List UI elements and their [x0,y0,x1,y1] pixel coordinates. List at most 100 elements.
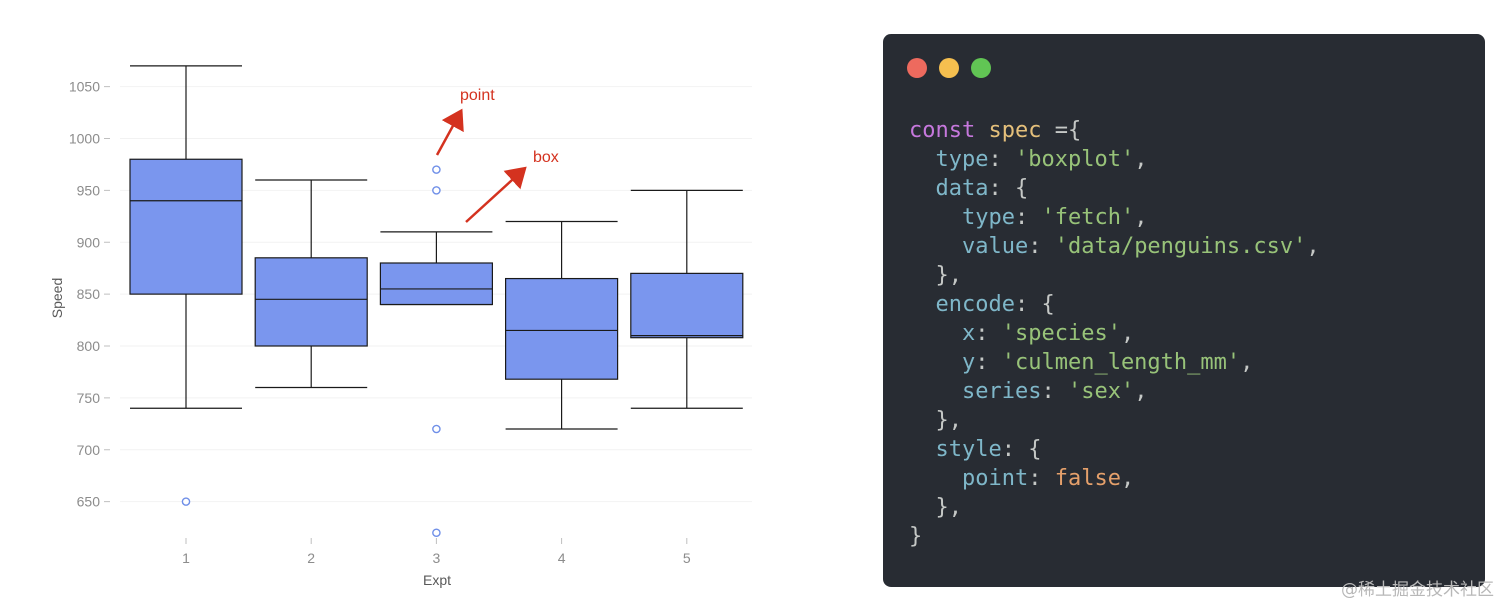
y-tick-label: 950 [77,182,101,198]
outlier-point [432,528,441,538]
code-token: x [909,321,976,346]
annotation-arrow [435,108,464,156]
code-line: series: 'sex', [909,377,1320,406]
boxes [129,65,744,430]
box-group [129,65,243,409]
code-line: data: { [909,174,1320,203]
box-iqr [379,262,493,306]
code-token: : [1014,205,1042,230]
watermark: @稀土掘金技术社区 [1341,580,1494,600]
y-tick-label: 650 [77,494,101,510]
y-axis-title: Speed [49,278,65,318]
code-line: style: { [909,435,1320,464]
box-group [630,189,744,409]
code-token: y [909,350,976,375]
code-block: const spec ={ type: 'boxplot', data: { t… [909,116,1320,551]
y-tick-label: 900 [77,234,101,250]
code-window: const spec ={ type: 'boxplot', data: { t… [883,34,1485,587]
outlier-point [432,165,441,174]
code-token: point [909,466,1029,491]
code-token: data [909,176,989,201]
code-line: } [909,522,1320,551]
outlier-point [432,186,441,195]
annotation-arrow [465,166,527,223]
code-line: type: 'boxplot', [909,145,1320,174]
code-token: : [975,350,1002,375]
box-group [254,179,368,389]
code-token: : { [1001,437,1042,462]
code-line: x: 'species', [909,319,1320,348]
code-token: encode [909,292,1015,317]
code-token: : [1041,379,1068,404]
code-token: 'culmen_length_mm' [1001,350,1241,375]
code-line: point: false, [909,464,1320,493]
annotations: point box [435,87,559,223]
code-token: 'fetch' [1041,205,1135,230]
code-token: }, [909,495,962,520]
x-tick-label: 3 [433,550,441,566]
x-tick-label: 2 [307,550,315,566]
y-tick-label: 700 [77,442,101,458]
box-iqr [129,158,243,295]
code-token: 'boxplot' [1014,147,1135,172]
annotation-label: point [460,87,495,104]
y-tick-label: 1000 [69,131,100,147]
y-tick-label: 800 [77,338,101,354]
code-token: 'sex' [1067,379,1135,404]
code-token: spec [988,118,1042,143]
code-token: , [1306,234,1320,259]
code-token: 'data/penguins.csv' [1054,234,1307,259]
outliers [181,165,441,538]
box-group [379,231,493,306]
x-axis-title: Expt [423,572,451,588]
code-token: , [1120,321,1135,346]
minimize-button[interactable] [939,58,959,78]
code-token: , [1134,205,1148,230]
code-line: y: 'culmen_length_mm', [909,348,1320,377]
code-token: : [1028,234,1055,259]
code-token: value [909,234,1029,259]
code-line: }, [909,261,1320,290]
x-tick-label: 5 [683,550,691,566]
code-token: false [1054,466,1121,491]
code-token: series [909,379,1042,404]
code-line: type: 'fetch', [909,203,1320,232]
box-iqr [505,277,619,380]
code-line: value: 'data/penguins.csv', [909,232,1320,261]
y-tick-label: 850 [77,286,101,302]
x-tick-label: 1 [182,550,190,566]
box-iqr [630,272,744,339]
code-token: , [1134,379,1148,404]
code-token: }, [909,408,962,433]
code-token: : { [988,176,1029,201]
code-token: const [909,118,976,143]
annotation-label: box [533,149,559,166]
box-iqr [254,257,368,347]
code-token: : [988,147,1015,172]
code-token: type [909,205,1015,230]
code-token: , [1120,466,1135,491]
x-tick-label: 4 [558,550,566,566]
code-token: style [909,437,1002,462]
code-token [975,118,988,143]
code-token: : { [1014,292,1055,317]
close-button[interactable] [907,58,927,78]
code-token: 'species' [1001,321,1121,346]
code-line: encode: { [909,290,1320,319]
code-token: }, [909,263,962,288]
code-line: const spec ={ [909,116,1320,145]
maximize-button[interactable] [971,58,991,78]
y-tick-label: 1050 [69,79,100,95]
outlier-point [432,424,441,434]
code-token: , [1240,350,1254,375]
outlier-point [181,497,191,506]
code-token: type [909,147,989,172]
code-token: : [1028,466,1055,491]
code-token: ={ [1041,118,1082,143]
code-token: , [1134,147,1148,172]
code-line: }, [909,406,1320,435]
y-tick-label: 750 [77,390,101,406]
